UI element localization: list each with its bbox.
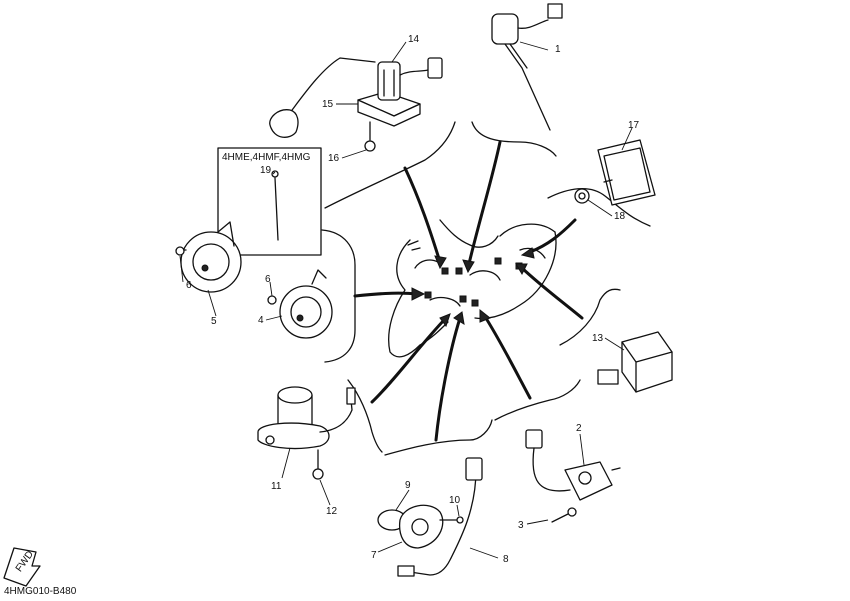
callout-6-right: 6 — [265, 274, 271, 285]
callout-19: 19 — [260, 165, 272, 176]
variant-box: 4HME,4HMF,4HMG — [217, 147, 322, 256]
horns — [175, 221, 333, 339]
callout-14: 14 — [408, 34, 420, 45]
callout-18: 18 — [614, 211, 626, 222]
callout-9: 9 — [405, 480, 411, 491]
callout-12: 12 — [326, 506, 338, 517]
callout-11: 11 — [271, 481, 282, 492]
variant-box-label: 4HME,4HMF,4HMG — [222, 152, 311, 163]
callout-15: 15 — [322, 99, 334, 110]
callout-10: 10 — [449, 495, 461, 506]
group-braces — [321, 121, 651, 456]
callout-5: 5 — [211, 316, 217, 327]
control-unit — [597, 331, 673, 393]
callout-1: 1 — [555, 44, 561, 55]
relay-block — [574, 139, 656, 206]
callout-16: 16 — [328, 153, 340, 164]
sensor-unit — [491, 3, 563, 131]
drawing-code: 4HMG010-B480 — [4, 586, 77, 597]
callout-7: 7 — [371, 550, 377, 561]
callout-2: 2 — [576, 423, 582, 434]
callout-8: 8 — [503, 554, 509, 565]
starter-motor — [257, 386, 356, 480]
callout-4: 4 — [258, 315, 264, 326]
callout-6-left: 6 — [186, 280, 192, 291]
callout-17: 17 — [628, 120, 640, 131]
callout-3: 3 — [518, 520, 524, 531]
connection-arrows — [353, 140, 584, 442]
neutral-switch — [525, 429, 621, 523]
frame-outline — [388, 219, 557, 358]
speed-sensor — [377, 457, 483, 577]
callout-13: 13 — [592, 333, 604, 344]
fwd-arrow-icon: FWD — [3, 547, 41, 587]
callouts: 1 2 3 4 5 6 6 7 8 9 10 11 12 13 14 15 16 — [179, 34, 640, 565]
fuel-sender-unit — [269, 57, 443, 152]
